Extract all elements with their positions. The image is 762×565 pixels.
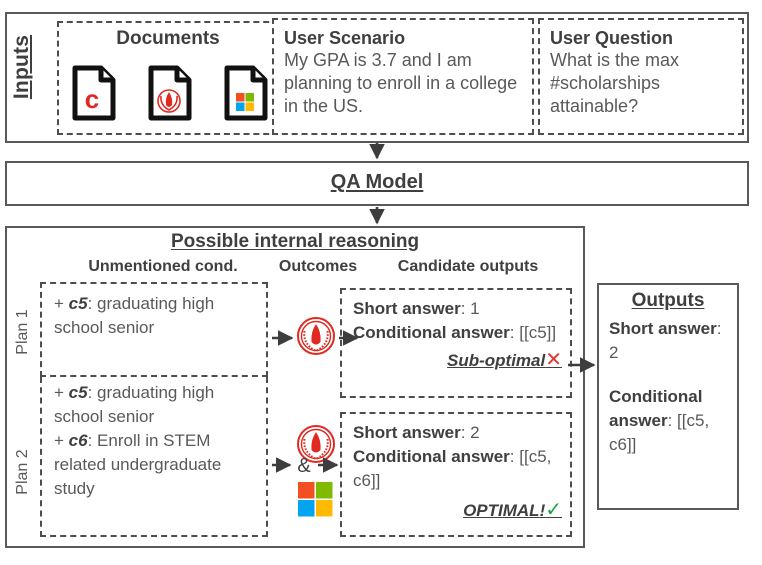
plan-2-condition-2: + c6: Enroll in STEM related undergradua… bbox=[42, 429, 266, 501]
outcome-conjunction: & bbox=[297, 455, 311, 477]
cond-text: graduating high school senior bbox=[54, 294, 215, 337]
plan-1-short-answer: Short answer: 1 bbox=[342, 290, 570, 321]
microsoft-document-icon bbox=[224, 65, 268, 121]
plan-2-conditions-card: + c5: graduating high school senior + c6… bbox=[40, 377, 268, 537]
cond-prefix: + bbox=[54, 431, 69, 450]
plan-1-conditional-answer: Conditional answer: [[c5]] bbox=[342, 321, 570, 345]
plan-2-verdict: OPTIMAL!✓ bbox=[342, 497, 570, 522]
cond-sep: : bbox=[87, 431, 98, 450]
plan-1-verdict-text: Sub-optimal bbox=[447, 351, 546, 370]
coursera-document-icon: c bbox=[72, 65, 116, 121]
column-header-outcomes: Outcomes bbox=[278, 258, 358, 275]
qa-model-label: QA Model bbox=[330, 171, 424, 193]
cross-icon: ✕ bbox=[545, 349, 562, 371]
plan-1-conditions-card: + c5: graduating high school senior bbox=[40, 282, 268, 377]
conditional-answer-label: Conditional answer bbox=[353, 447, 510, 466]
plan-2-label-text: Plan 2 bbox=[14, 449, 31, 495]
svg-text:c: c bbox=[85, 84, 99, 114]
plan-1-outcome-icons bbox=[296, 316, 340, 360]
column-header-candidates: Candidate outputs bbox=[397, 258, 539, 275]
short-answer-value: : 1 bbox=[460, 299, 480, 318]
outputs-box: Short answer: 2 Conditional answer: [[c5… bbox=[597, 283, 739, 510]
documents-title: Documents bbox=[116, 28, 220, 49]
cond-text: graduating high school senior bbox=[54, 383, 215, 426]
plan-2-candidate-output-card: Short answer: 2 Conditional answer: [[c5… bbox=[340, 412, 572, 537]
inputs-label-text: Inputs bbox=[10, 34, 33, 100]
plan-1-verdict: Sub-optimal✕ bbox=[342, 347, 570, 372]
user-scenario-card: User Scenario My GPA is 3.7 and I am pla… bbox=[272, 18, 534, 135]
plan-1-candidate-output-card: Short answer: 1 Conditional answer: [[c5… bbox=[340, 288, 572, 398]
university-seal-document-icon bbox=[148, 65, 192, 121]
outputs-short-answer: Short answer: 2 bbox=[599, 317, 737, 365]
cond-variable: c5 bbox=[68, 383, 88, 402]
check-icon: ✓ bbox=[545, 499, 562, 521]
user-question-title: User Question bbox=[550, 28, 674, 48]
outputs-short-answer-label: Short answer bbox=[609, 319, 717, 338]
cond-prefix: + bbox=[54, 383, 69, 402]
plan-2-outcome-icon-seal bbox=[296, 424, 340, 468]
conditional-answer-value: : [[c5, c6]] bbox=[353, 447, 552, 490]
qa-model-box bbox=[5, 161, 749, 206]
university-seal-icon bbox=[296, 425, 336, 468]
plan-1-condition-1: + c5: graduating high school senior bbox=[42, 284, 266, 340]
short-answer-value: : 2 bbox=[460, 423, 480, 442]
plan-2-outcome-icon-microsoft bbox=[298, 482, 336, 520]
conditional-answer-label: Conditional answer bbox=[353, 323, 510, 342]
cond-variable: c5 bbox=[68, 294, 88, 313]
university-seal-icon bbox=[296, 317, 336, 360]
conditional-answer-value: : [[c5]] bbox=[509, 323, 557, 342]
reasoning-title: Possible internal reasoning bbox=[170, 231, 420, 252]
outputs-conditional-answer: Conditional answer: [[c5, c6]] bbox=[599, 385, 737, 457]
plan-2-conditional-answer: Conditional answer: [[c5, c6]] bbox=[342, 445, 570, 493]
cond-variable: c6 bbox=[68, 431, 88, 450]
outputs-short-answer-value: : 2 bbox=[609, 319, 722, 362]
cond-prefix: + bbox=[54, 294, 69, 313]
cond-sep: : bbox=[87, 294, 98, 313]
plan-2-short-answer: Short answer: 2 bbox=[342, 414, 570, 445]
user-scenario-body: My GPA is 3.7 and I am planning to enrol… bbox=[284, 50, 518, 116]
plan-2-verdict-text: OPTIMAL! bbox=[463, 501, 546, 520]
cond-sep: : bbox=[87, 383, 98, 402]
user-question-card: User Question What is the max #scholarsh… bbox=[538, 18, 744, 135]
cond-text: Enroll in STEM related undergraduate stu… bbox=[54, 431, 222, 498]
short-answer-label: Short answer bbox=[353, 423, 461, 442]
user-question-body: What is the max #scholarships attainable… bbox=[550, 50, 680, 116]
microsoft-icon bbox=[298, 482, 334, 522]
plan-2-condition-1: + c5: graduating high school senior bbox=[42, 377, 266, 429]
plan-2-label: Plan 2 bbox=[14, 442, 34, 502]
plan-1-label: Plan 1 bbox=[14, 302, 34, 362]
short-answer-label: Short answer bbox=[353, 299, 461, 318]
document-icon-row: c bbox=[72, 62, 268, 124]
plan-1-label-text: Plan 1 bbox=[14, 309, 31, 355]
column-header-conditions: Unmentioned cond. bbox=[88, 258, 238, 275]
outputs-conditional-answer-value: : [[c5, c6]] bbox=[609, 411, 710, 454]
outputs-conditional-answer-label: Conditional answer bbox=[609, 387, 703, 430]
user-scenario-title: User Scenario bbox=[284, 28, 406, 48]
inputs-section-label: Inputs bbox=[10, 27, 34, 107]
outputs-title: Outputs bbox=[631, 290, 705, 311]
